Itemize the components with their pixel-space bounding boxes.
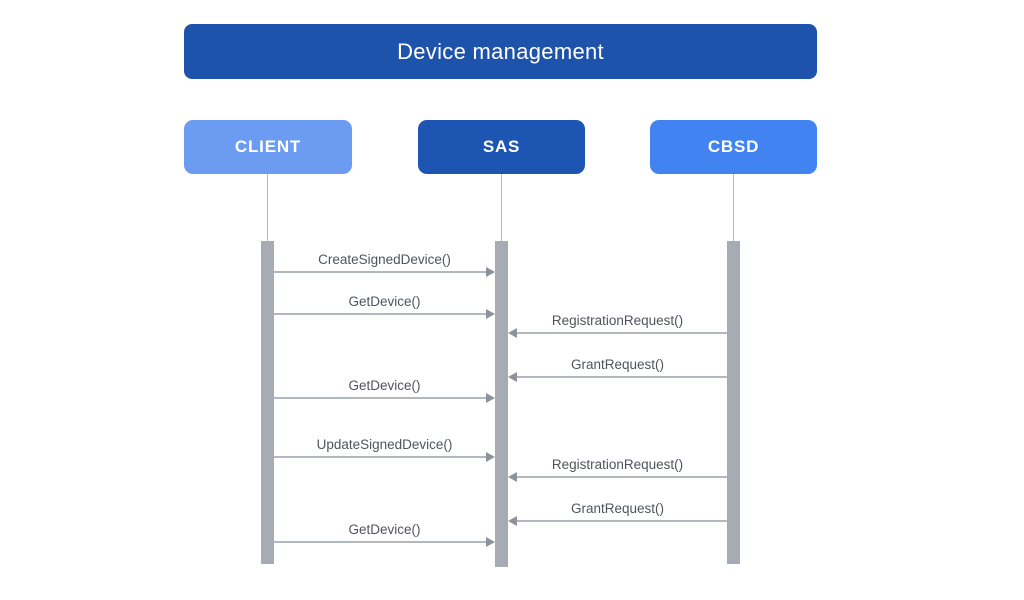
message-arrow-line bbox=[274, 397, 488, 399]
diagram-title: Device management bbox=[397, 38, 604, 64]
arrowhead-left-icon bbox=[508, 516, 517, 526]
lifeline-cbsd bbox=[733, 174, 734, 241]
actor-label-client: CLIENT bbox=[234, 137, 302, 156]
message-label: RegistrationRequest() bbox=[551, 457, 684, 472]
message-arrow-line bbox=[515, 376, 727, 378]
message-label: GetDevice() bbox=[348, 522, 421, 537]
activation-bar-client bbox=[261, 241, 274, 564]
message-arrow-line bbox=[274, 541, 488, 543]
arrowhead-left-icon bbox=[508, 472, 517, 482]
actor-box-cbsd: CBSD bbox=[650, 120, 817, 174]
actor-box-client: CLIENT bbox=[184, 120, 352, 174]
message-label: GrantRequest() bbox=[570, 357, 665, 372]
message-arrow-line bbox=[515, 332, 727, 334]
message-label: GetDevice() bbox=[348, 294, 421, 309]
message-label: GetDevice() bbox=[348, 378, 421, 393]
activation-bar-cbsd bbox=[727, 241, 740, 564]
lifeline-sas bbox=[501, 174, 502, 241]
arrowhead-right-icon bbox=[486, 267, 495, 277]
message-label: RegistrationRequest() bbox=[551, 313, 684, 328]
diagram-title-bar: Device management bbox=[184, 24, 817, 79]
lifeline-client bbox=[267, 174, 268, 241]
activation-bar-sas bbox=[495, 241, 508, 567]
arrowhead-left-icon bbox=[508, 328, 517, 338]
message-arrow-line bbox=[274, 271, 488, 273]
arrowhead-left-icon bbox=[508, 372, 517, 382]
actor-box-sas: SAS bbox=[418, 120, 585, 174]
actor-label-cbsd: CBSD bbox=[707, 137, 760, 156]
actor-label-sas: SAS bbox=[482, 137, 521, 156]
message-arrow-line bbox=[515, 476, 727, 478]
arrowhead-right-icon bbox=[486, 452, 495, 462]
message-label: UpdateSignedDevice() bbox=[316, 437, 453, 452]
arrowhead-right-icon bbox=[486, 537, 495, 547]
arrowhead-right-icon bbox=[486, 309, 495, 319]
message-arrow-line bbox=[515, 520, 727, 522]
message-arrow-line bbox=[274, 456, 488, 458]
message-label: CreateSignedDevice() bbox=[318, 252, 451, 267]
message-arrow-line bbox=[274, 313, 488, 315]
arrowhead-right-icon bbox=[486, 393, 495, 403]
message-label: GrantRequest() bbox=[570, 501, 665, 516]
